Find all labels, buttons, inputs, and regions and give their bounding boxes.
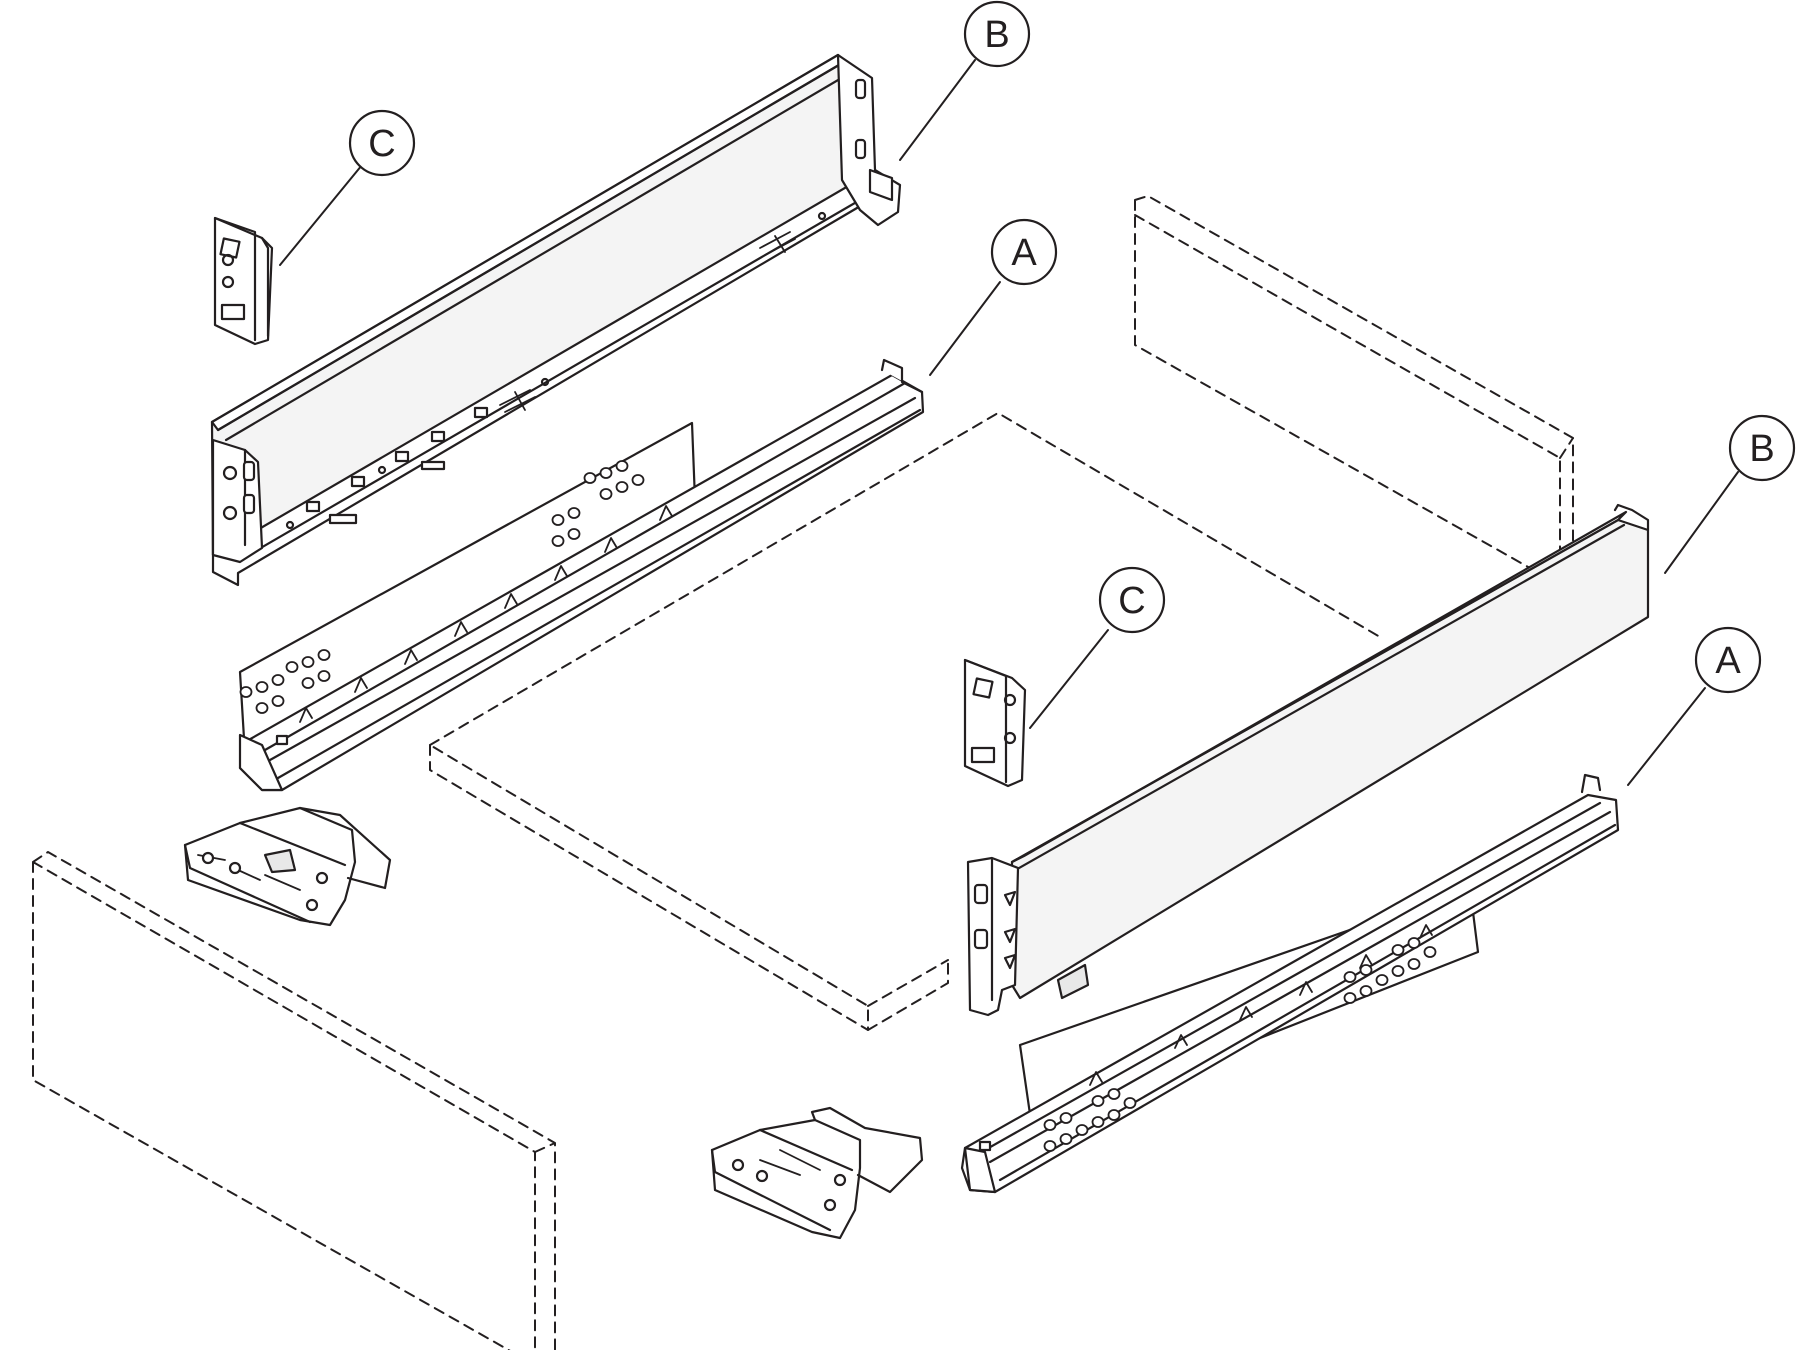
hole-cluster-right-rear [1343, 937, 1437, 1004]
callout-a-left-label: A [1011, 232, 1037, 274]
back-panel-outline [1134, 195, 1574, 586]
callout-c-right: C [1098, 566, 1166, 634]
front-clip-left [183, 806, 392, 927]
runner-right [960, 773, 1620, 1194]
front-panel-outline [32, 851, 556, 1355]
drawer-bottom-outline [429, 412, 1381, 1031]
side-panel-right [966, 503, 1650, 1017]
end-cap-right [963, 658, 1027, 788]
callout-a-right: A [1694, 626, 1762, 694]
callout-c-left-label: C [368, 123, 395, 165]
callout-a-left: A [990, 218, 1058, 286]
runner-left [238, 358, 925, 792]
callout-b-right: B [1728, 414, 1796, 482]
hole-cluster-right-front [1043, 1088, 1137, 1152]
callout-b-left: B [963, 0, 1031, 68]
callout-leaders [279, 59, 1739, 786]
hole-cluster-left-rear [551, 460, 645, 547]
callout-b-right-label: B [1749, 428, 1774, 470]
callout-c-right-label: C [1118, 580, 1145, 622]
side-panel-left [210, 53, 902, 587]
callout-c-left: C [348, 109, 416, 177]
end-cap-left [213, 216, 274, 346]
callout-b-left-label: B [984, 14, 1009, 56]
hole-cluster-left-front [239, 649, 331, 714]
callout-a-right-label: A [1715, 640, 1741, 682]
front-clip-right [710, 1106, 924, 1240]
